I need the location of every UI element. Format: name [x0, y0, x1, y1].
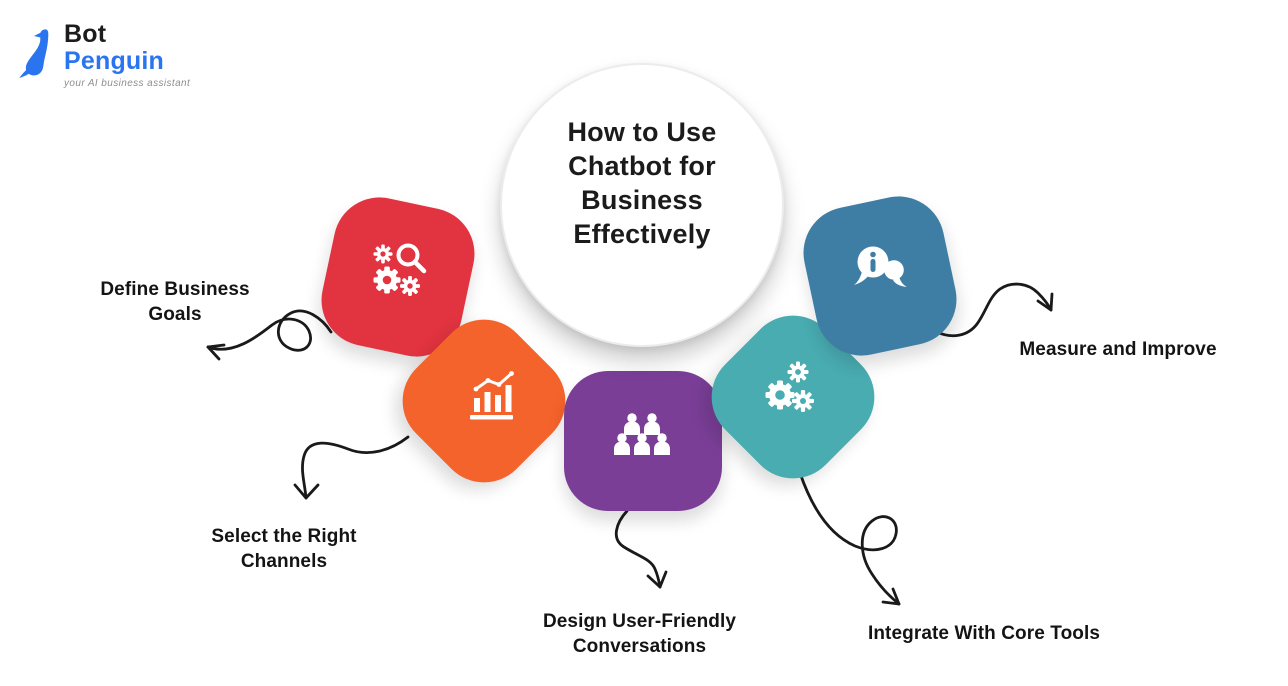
- select-channels-arrow: [293, 435, 410, 500]
- step-label-select-channels: Select the Right Channels: [211, 526, 357, 573]
- info-chat-icon: [854, 246, 907, 287]
- search-gears-icon: [373, 243, 427, 296]
- define-goals-arrow: [206, 309, 333, 361]
- center-circle: How to Use Chatbot for Business Effectiv…: [500, 63, 784, 347]
- title-line-1: How to Use: [567, 116, 717, 147]
- botpenguin-logo: Bot Penguin your AI business assistant: [18, 22, 190, 89]
- integrate-tools-arrow: [798, 471, 901, 606]
- step-label-design-conversations: Design User-Friendly Conversations: [542, 611, 737, 658]
- measure-improve-arrow: [935, 282, 1054, 338]
- logo-wordmark: Bot Penguin your AI business assistant: [64, 22, 190, 89]
- brand-bot: Bot: [64, 20, 107, 48]
- audience-group-icon: [614, 413, 670, 455]
- penguin-icon: [19, 29, 49, 78]
- title-line-2: Chatbot for: [568, 150, 716, 181]
- step-label-integrate-tools: Integrate With Core Tools: [867, 623, 1101, 644]
- design-conversations-arrow: [614, 509, 668, 589]
- logo-tagline: your AI business assistant: [64, 78, 191, 89]
- title-line-3: Business Effectively: [573, 185, 711, 250]
- step-label-define-goals: Define Business Goals: [100, 279, 250, 326]
- brand-penguin: Penguin: [64, 47, 165, 75]
- step-label-measure-improve: Measure and Improve: [1019, 339, 1217, 360]
- page-title: How to Use Chatbot for Business Effectiv…: [514, 115, 770, 251]
- growth-chart-icon: [470, 371, 514, 420]
- gears-icon: [765, 361, 814, 412]
